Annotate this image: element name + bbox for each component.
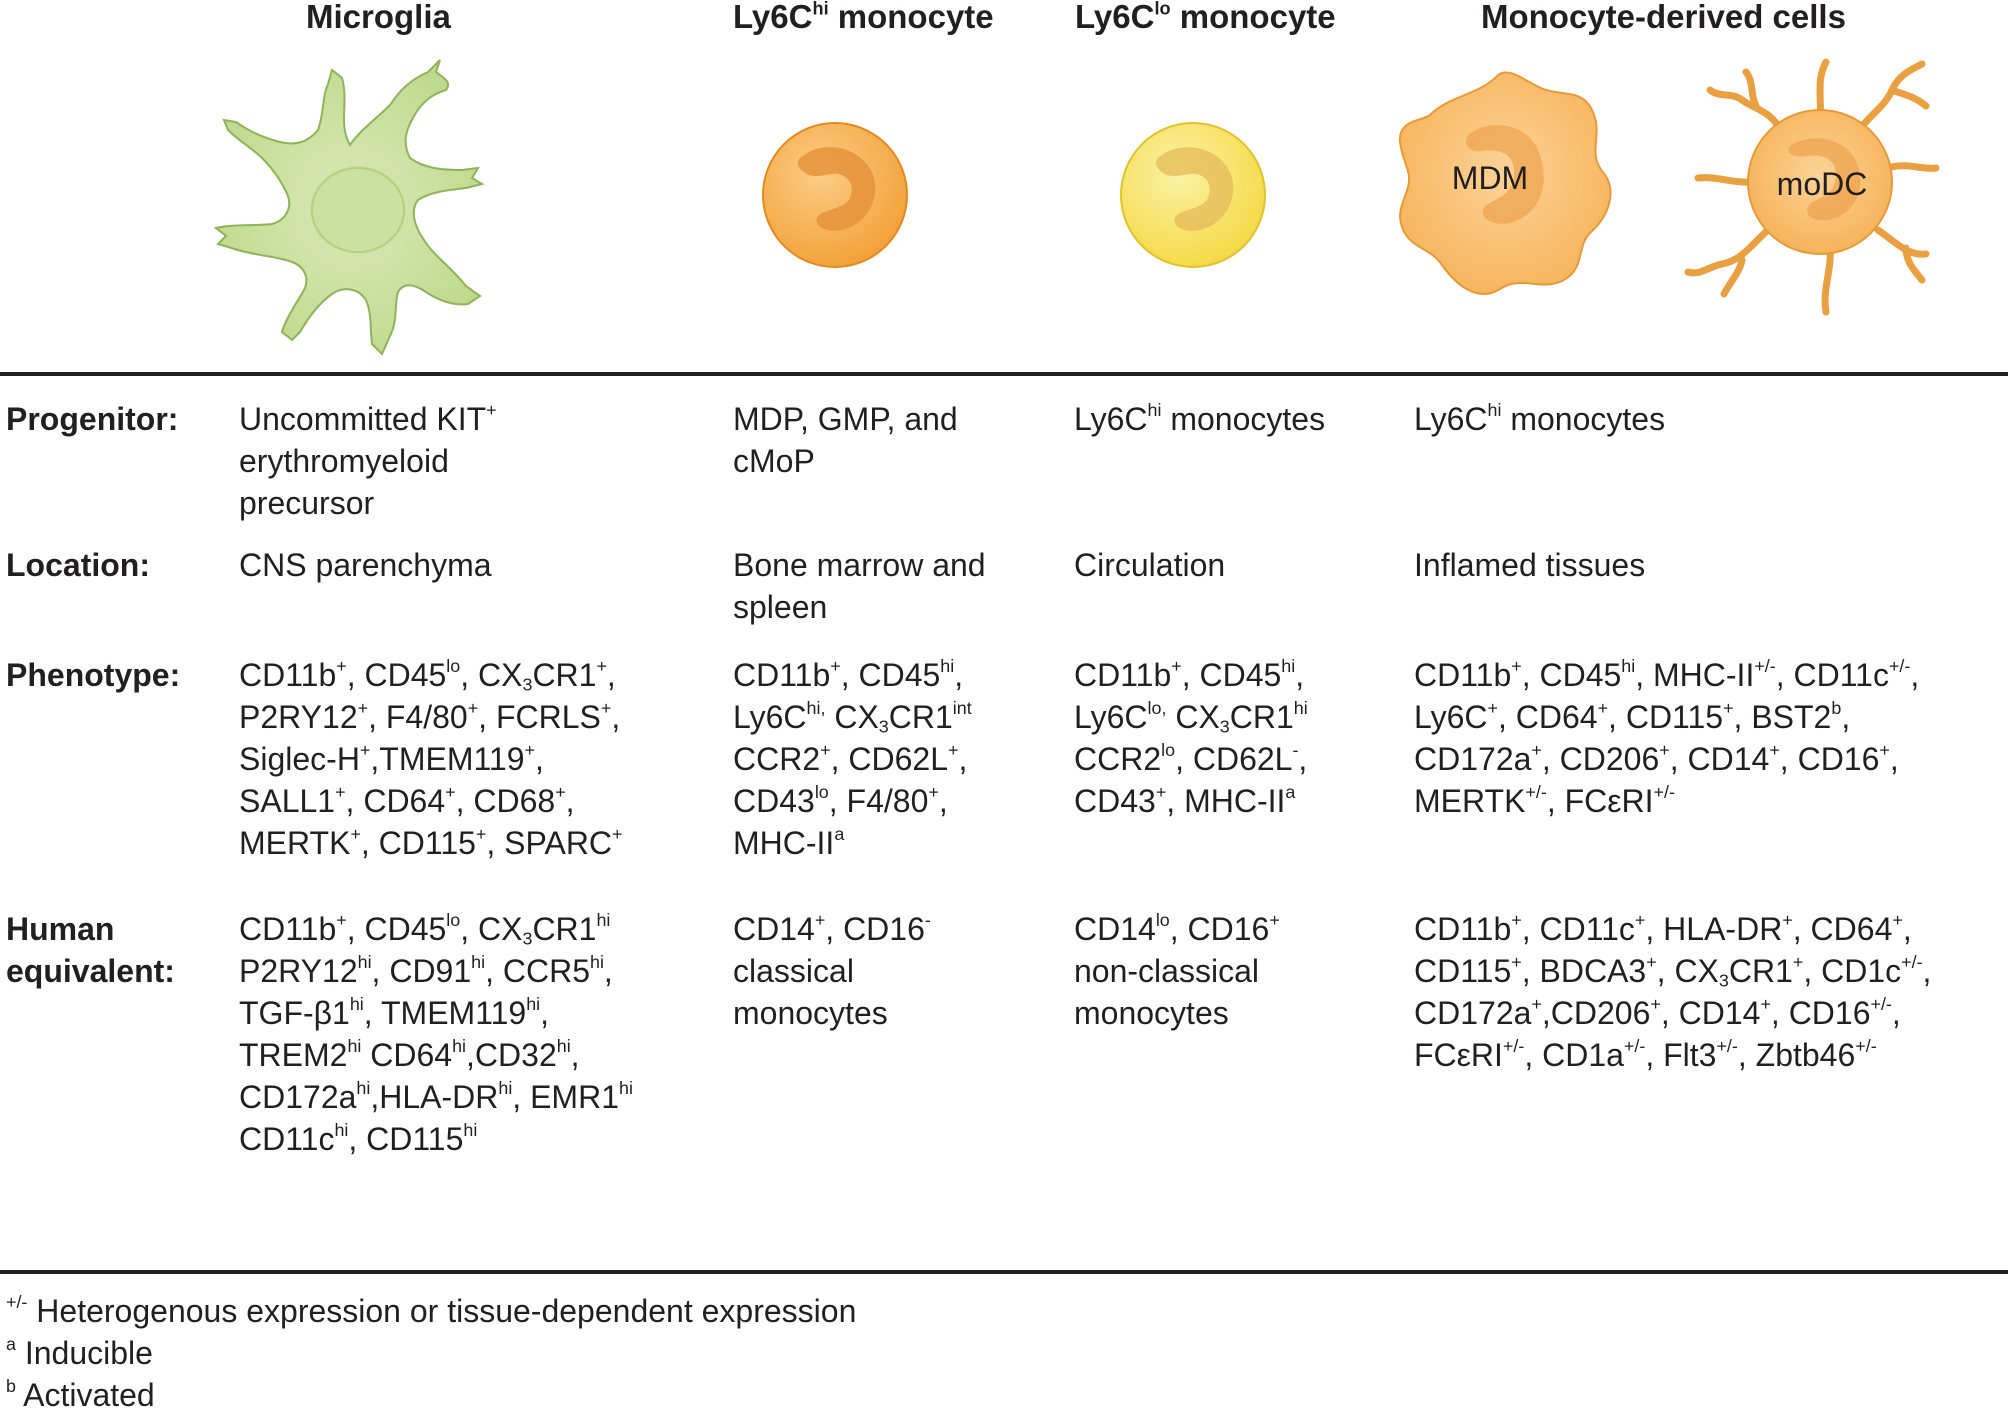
bottom-rule bbox=[0, 1270, 2008, 1274]
ly6chi-monocyte-illustration bbox=[762, 122, 908, 268]
header-ly6clo-monocyte: Ly6Clo monocyte bbox=[1075, 0, 1336, 35]
modc-cell-illustration: moDC bbox=[1684, 58, 1940, 316]
modc-label: moDC bbox=[1777, 166, 1868, 202]
footnote-inducible: a Inducible bbox=[6, 1334, 153, 1371]
mdm-label: MDM bbox=[1452, 160, 1528, 196]
location-ly6clo: Circulation bbox=[1074, 547, 1226, 583]
phenotype-microglia: CD11b+, CD45lo, CX3CR1+,P2RY12+, F4/80+,… bbox=[239, 656, 623, 861]
row-label-phenotype: Phenotype: bbox=[6, 657, 181, 693]
progenitor-ly6clo: Ly6Chi monocytes bbox=[1074, 400, 1326, 437]
header-ly6chi-monocyte: Ly6Chi monocyte bbox=[733, 0, 994, 35]
human-derived: CD11b+, CD11c+, HLA-DR+, CD64+,CD115+, B… bbox=[1414, 910, 1932, 1073]
footnote-activated: b Activated bbox=[6, 1376, 155, 1413]
footnote-heterogenous: +/- Heterogenous expression or tissue-de… bbox=[6, 1292, 857, 1329]
top-rule bbox=[0, 372, 2008, 376]
header-microglia: Microglia bbox=[306, 0, 451, 35]
location-derived: Inflamed tissues bbox=[1414, 547, 1646, 583]
mdm-cell-illustration: MDM bbox=[1399, 71, 1612, 295]
location-microglia: CNS parenchyma bbox=[239, 547, 492, 583]
row-label-location: Location: bbox=[6, 547, 150, 583]
microglia-cell-illustration bbox=[213, 59, 485, 356]
progenitor-derived: Ly6Chi monocytes bbox=[1414, 400, 1666, 437]
ly6clo-monocyte-illustration bbox=[1120, 122, 1266, 268]
header-monocyte-derived-cells: Monocyte-derived cells bbox=[1481, 0, 1846, 35]
row-label-progenitor: Progenitor: bbox=[6, 401, 179, 437]
phenotype-derived: CD11b+, CD45hi, MHC-II+/-, CD11c+/-,Ly6C… bbox=[1414, 656, 1920, 819]
